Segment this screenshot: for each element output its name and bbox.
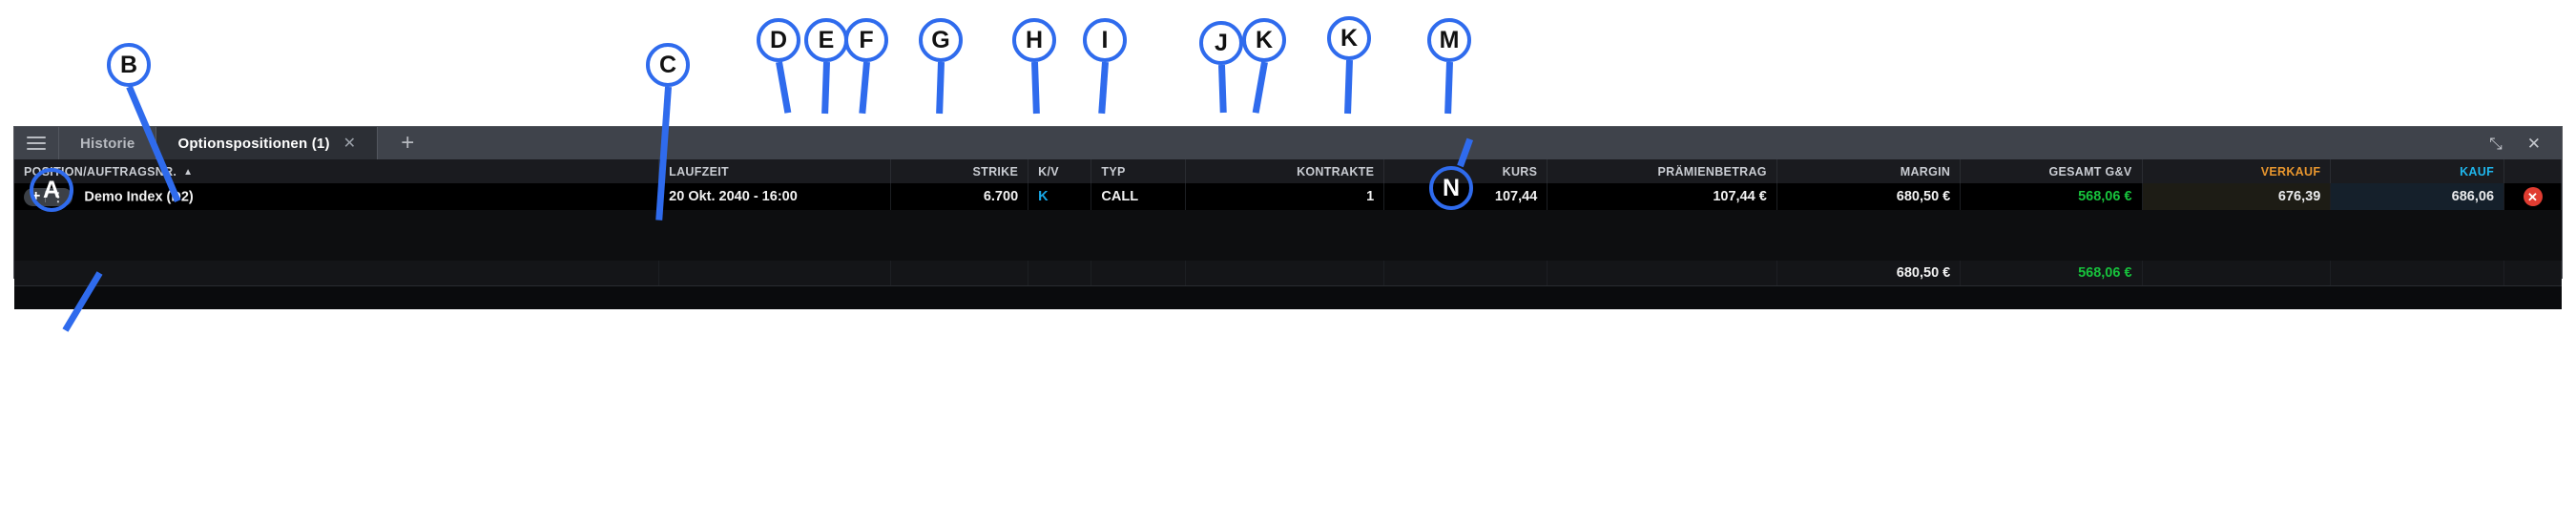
callout-F: F bbox=[844, 18, 888, 62]
totals-cell-kauf bbox=[2330, 261, 2505, 285]
callout-leader-E bbox=[821, 61, 830, 115]
callout-J: J bbox=[1199, 21, 1243, 65]
tab-optionspositionen[interactable]: Optionspositionen (1) ✕ bbox=[156, 127, 379, 159]
add-tab-button[interactable]: + bbox=[401, 130, 415, 156]
callout-N: N bbox=[1429, 166, 1473, 210]
totals-cell-action bbox=[2503, 261, 2562, 285]
callout-E: E bbox=[804, 18, 848, 62]
callout-leader-F bbox=[859, 61, 870, 115]
column-header-typ[interactable]: TYP bbox=[1091, 159, 1186, 183]
callout-H: H bbox=[1012, 18, 1056, 62]
column-header-kontrakte[interactable]: KONTRAKTE bbox=[1185, 159, 1385, 183]
column-header-praemienbetrag[interactable]: PRÄMIENBETRAG bbox=[1547, 159, 1777, 183]
column-header-margin[interactable]: MARGIN bbox=[1776, 159, 1962, 183]
cell-typ: CALL bbox=[1091, 183, 1186, 210]
column-header-action bbox=[2503, 159, 2562, 183]
callout-M: M bbox=[1427, 18, 1471, 62]
cell-kauf[interactable]: 686,06 bbox=[2330, 183, 2505, 210]
cell-laufzeit: 20 Okt. 2040 - 16:00 bbox=[658, 183, 891, 210]
totals-cell-margin: 680,50 € bbox=[1776, 261, 1962, 285]
callout-K2: K bbox=[1327, 16, 1371, 60]
callout-leader-H bbox=[1031, 61, 1040, 115]
column-header-laufzeit[interactable]: LAUFZEIT bbox=[658, 159, 891, 183]
callout-K: K bbox=[1242, 18, 1286, 62]
expand-icon[interactable]: ⤡ bbox=[2489, 134, 2503, 153]
cell-praemienbetrag: 107,44 € bbox=[1547, 183, 1777, 210]
options-positions-window: Historie Optionspositionen (1) ✕ + ⤡ ✕ P… bbox=[13, 126, 2563, 309]
column-header-kv[interactable]: K/V bbox=[1028, 159, 1092, 183]
column-header-verkauf[interactable]: VERKAUF bbox=[2142, 159, 2332, 183]
column-header-kauf[interactable]: KAUF bbox=[2330, 159, 2505, 183]
totals-cell-kurs bbox=[1383, 261, 1548, 285]
callout-leader-G bbox=[936, 61, 945, 115]
column-header-gesamt-guv[interactable]: GESAMT G&V bbox=[1960, 159, 2143, 183]
positions-table: POSITION/AUFTRAGSNR.▲ LAUFZEIT STRIKE K/… bbox=[14, 159, 2562, 210]
table-row[interactable]: + ⋮ Demo Index (D2) 20 Okt. 2040 - 16:00… bbox=[14, 183, 2562, 210]
cell-kv: K bbox=[1028, 183, 1092, 210]
callout-I: I bbox=[1083, 18, 1127, 62]
callout-leader-K bbox=[1252, 61, 1268, 114]
totals-cell-kv bbox=[1028, 261, 1092, 285]
callout-leader-K2 bbox=[1344, 59, 1353, 115]
hamburger-icon[interactable] bbox=[14, 127, 59, 159]
cell-kontrakte: 1 bbox=[1185, 183, 1385, 210]
totals-cell-praemienbetrag bbox=[1547, 261, 1777, 285]
callout-D: D bbox=[757, 18, 800, 62]
column-header-strike[interactable]: STRIKE bbox=[890, 159, 1029, 183]
totals-row: 680,50 € 568,06 € bbox=[14, 261, 2562, 285]
callout-leader-D bbox=[776, 61, 792, 114]
totals-cell-kontrakte bbox=[1185, 261, 1385, 285]
tab-historie[interactable]: Historie bbox=[59, 127, 157, 159]
callout-leader-J bbox=[1218, 64, 1227, 114]
status-bar bbox=[14, 285, 2562, 309]
close-position-button[interactable]: ✕ bbox=[2523, 187, 2543, 206]
table-empty-area bbox=[14, 210, 2562, 261]
tab-close-icon[interactable]: ✕ bbox=[343, 136, 357, 152]
totals-cell-laufzeit bbox=[658, 261, 891, 285]
callout-leader-M bbox=[1444, 61, 1453, 115]
window-controls: ⤡ ✕ bbox=[2468, 127, 2562, 159]
totals-cell-verkauf bbox=[2142, 261, 2332, 285]
table-header-row: POSITION/AUFTRAGSNR.▲ LAUFZEIT STRIKE K/… bbox=[14, 159, 2562, 183]
totals-cell-strike bbox=[890, 261, 1029, 285]
cell-margin: 680,50 € bbox=[1776, 183, 1962, 210]
totals-cell-position bbox=[14, 261, 660, 285]
cell-strike: 6.700 bbox=[890, 183, 1029, 210]
close-icon[interactable]: ✕ bbox=[2526, 134, 2541, 153]
callout-leader-I bbox=[1098, 61, 1109, 115]
tab-historie-label: Historie bbox=[80, 135, 135, 152]
tab-optionspositionen-label: Optionspositionen (1) bbox=[177, 135, 330, 152]
cell-action: ✕ bbox=[2503, 183, 2562, 210]
callout-G: G bbox=[919, 18, 963, 62]
callout-A: A bbox=[30, 168, 73, 212]
position-name: Demo Index (D2) bbox=[84, 189, 194, 204]
cell-verkauf[interactable]: 676,39 bbox=[2142, 183, 2332, 210]
callout-B: B bbox=[107, 43, 151, 87]
sort-asc-icon: ▲ bbox=[183, 166, 194, 178]
cell-position: + ⋮ Demo Index (D2) bbox=[14, 183, 660, 210]
totals-cell-gesamt-guv: 568,06 € bbox=[1960, 261, 2143, 285]
column-header-position[interactable]: POSITION/AUFTRAGSNR.▲ bbox=[14, 159, 660, 183]
tab-bar: Historie Optionspositionen (1) ✕ + ⤡ ✕ bbox=[14, 127, 2562, 159]
totals-cell-typ bbox=[1091, 261, 1186, 285]
cell-gesamt-guv: 568,06 € bbox=[1960, 183, 2143, 210]
tab-bar-spacer bbox=[437, 127, 2468, 159]
callout-C: C bbox=[646, 43, 690, 87]
